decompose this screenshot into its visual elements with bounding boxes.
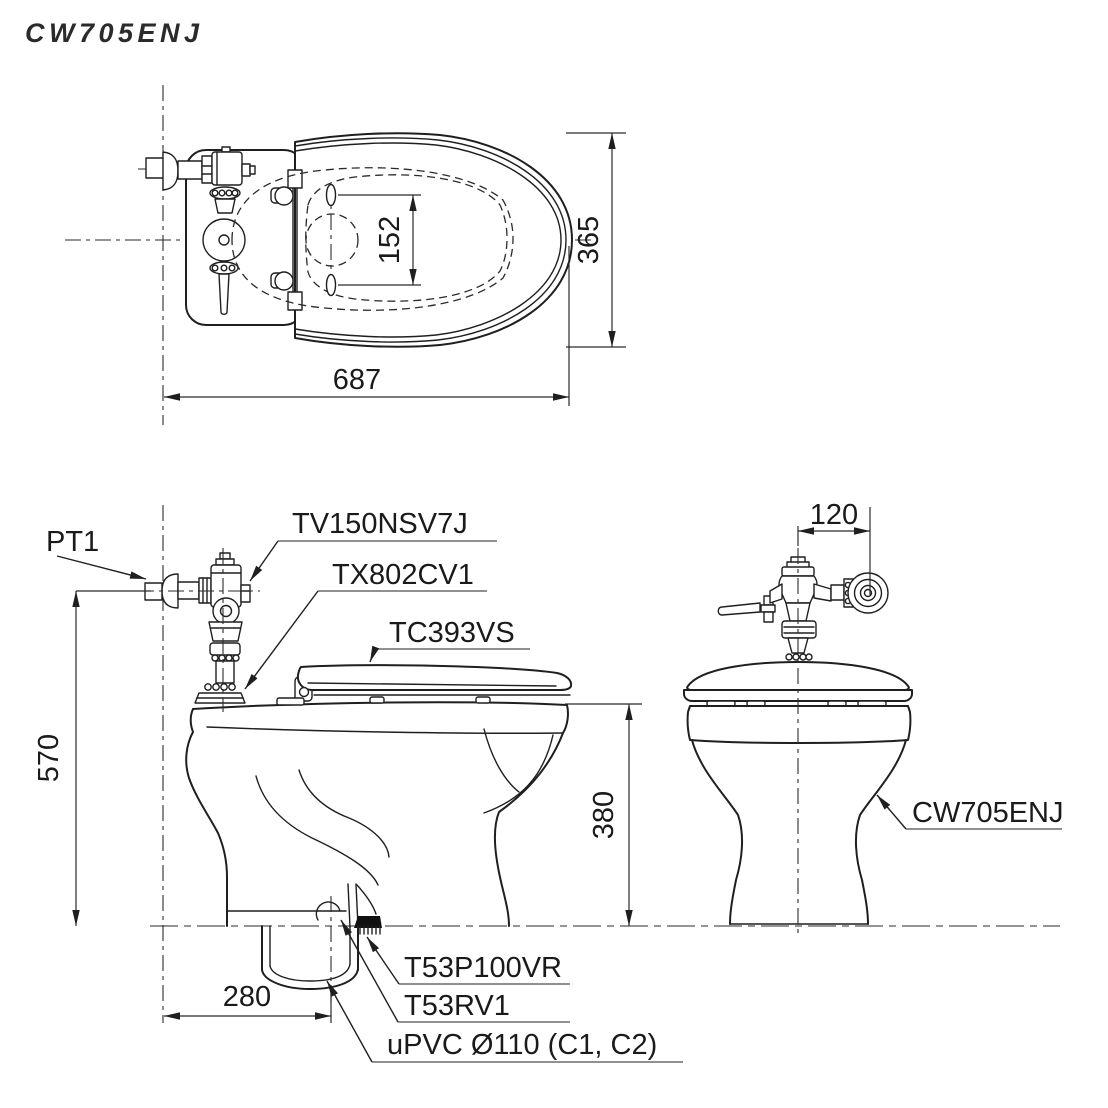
plan-seat-hidden-outline: [231, 167, 514, 311]
label-upvc-text: uPVC Ø110 (C1, C2): [387, 1029, 657, 1061]
front-flush-valve: [144, 552, 251, 704]
hinge-pin: [298, 686, 310, 698]
plan-hinge-block: [287, 291, 303, 311]
valve-lever: [717, 602, 761, 616]
label-cw705enj-text: CW705ENJ: [912, 797, 1064, 829]
dim-152: 152: [338, 194, 421, 286]
label-cw705enj: CW705ENJ: [876, 794, 1064, 830]
gasket-hatch: [359, 925, 381, 935]
dim-120: 120: [797, 499, 871, 595]
plan-hinge-slot: [325, 183, 337, 207]
plan-flush-valve: [145, 146, 256, 315]
plan-spud-hole: [305, 213, 359, 267]
dim-380-value: 380: [588, 791, 620, 839]
label-pt1: PT1: [46, 526, 147, 580]
dim-687: 687: [164, 246, 570, 406]
plan-valve-handle: [218, 273, 230, 315]
rear-bowl-band: [686, 705, 912, 744]
rear-flush-valve: [717, 556, 889, 661]
label-tc393vs-text: TC393VS: [389, 617, 515, 649]
dim-570-value: 570: [33, 734, 65, 782]
label-tx802cv1: TX802CV1: [244, 559, 487, 690]
dim-280-value: 280: [223, 981, 271, 1013]
label-t53rv1: T53RV1: [340, 919, 570, 1023]
dim-365: 365: [566, 132, 626, 348]
label-tc393vs: TC393VS: [369, 617, 530, 663]
label-tx802cv1-text: TX802CV1: [332, 559, 474, 591]
drain-hole-arc: [315, 901, 341, 921]
dim-687-value: 687: [333, 364, 381, 396]
label-tv150nsv7j-text: TV150NSV7J: [292, 508, 468, 540]
plan-view: 152 365 687: [65, 85, 626, 425]
drain-pipe: [261, 925, 359, 990]
label-t53rv1-text: T53RV1: [404, 990, 510, 1022]
dim-152-value: 152: [374, 216, 406, 264]
label-upvc: uPVC Ø110 (C1, C2): [326, 980, 683, 1063]
label-t53p100vr-text: T53P100VR: [404, 952, 562, 984]
dim-365-value: 365: [573, 216, 605, 264]
label-t53p100vr: T53P100VR: [366, 936, 570, 985]
front-view: 570 380 280 PT1 TV150NSV7J TX802CV1: [33, 505, 1060, 1063]
label-pt1-text: PT1: [46, 526, 99, 558]
plan-lid-outer: [294, 132, 573, 348]
floor-flange-section: [354, 916, 382, 928]
label-tv150nsv7j: TV150NSV7J: [249, 508, 497, 582]
rear-view: 120 CW705ENJ: [683, 499, 1064, 938]
plan-hinge-block: [287, 169, 303, 189]
dim-120-value: 120: [810, 499, 858, 531]
dim-570: 570: [33, 590, 151, 926]
drawing-title: CW705ENJ: [25, 18, 204, 48]
dim-280: 280: [164, 981, 332, 1023]
front-seat-lid: [276, 664, 573, 706]
plan-hinge-slot: [325, 273, 337, 297]
plan-bowl-hidden-outline: [305, 174, 508, 302]
plan-bolt-hole: [274, 271, 294, 291]
dim-380: 380: [565, 703, 642, 926]
plan-bolt-hole: [274, 186, 294, 206]
rear-seat: [683, 689, 913, 702]
